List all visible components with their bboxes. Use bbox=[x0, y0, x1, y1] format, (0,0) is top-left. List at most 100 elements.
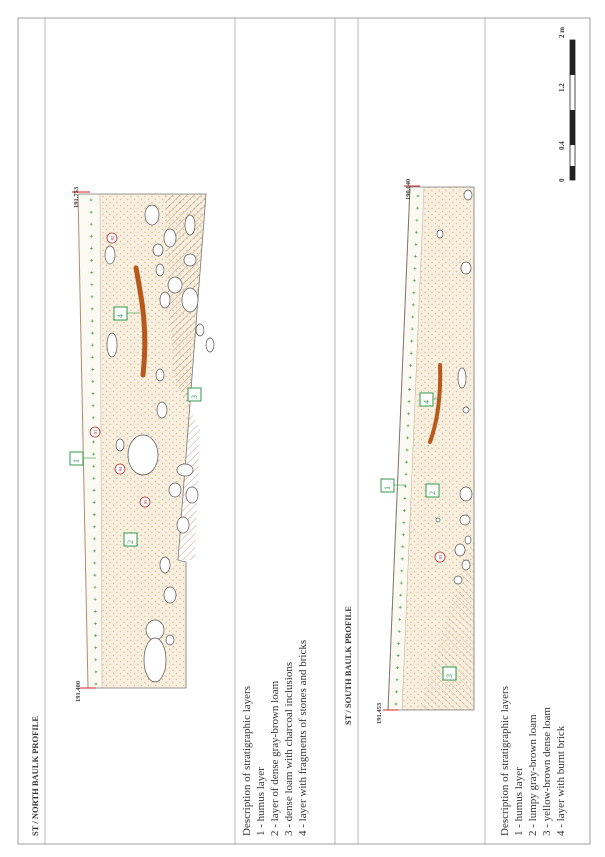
humus-cross bbox=[413, 267, 417, 271]
humus-cross bbox=[94, 658, 98, 662]
humus-cross bbox=[406, 436, 410, 440]
humus-cross bbox=[93, 573, 97, 577]
humus-cross bbox=[91, 367, 95, 371]
humus-cross bbox=[92, 488, 96, 492]
north-find-04-circle bbox=[114, 463, 126, 475]
humus-cross bbox=[395, 678, 399, 682]
humus-cross bbox=[398, 617, 402, 621]
humus-cross bbox=[91, 343, 94, 347]
north-legend: Description of stratigraphic layers 1 - … bbox=[241, 640, 309, 836]
scale-segment bbox=[570, 110, 575, 145]
humus-cross bbox=[410, 327, 414, 331]
humus-cross bbox=[408, 375, 412, 379]
humus-cross bbox=[413, 254, 417, 258]
humus-cross bbox=[91, 380, 95, 383]
humus-cross bbox=[414, 230, 418, 234]
humus-cross bbox=[93, 597, 97, 601]
humus-cross bbox=[93, 609, 97, 613]
scale-tick-0-4: 0.4 bbox=[558, 141, 566, 150]
humus-cross bbox=[90, 259, 94, 262]
north-ground-line bbox=[77, 193, 89, 689]
north-outline bbox=[78, 193, 207, 689]
humus-cross bbox=[398, 605, 402, 609]
humus-cross bbox=[90, 307, 94, 311]
humus-cross bbox=[92, 464, 96, 468]
humus-cross bbox=[412, 291, 416, 295]
humus-cross bbox=[94, 634, 97, 638]
north-marker-3: 3 bbox=[190, 395, 199, 399]
south-humus-crosses bbox=[394, 194, 420, 706]
humus-cross bbox=[415, 206, 419, 210]
humus-cross bbox=[90, 283, 94, 287]
humus-cross bbox=[404, 472, 408, 476]
humus-cross bbox=[403, 496, 407, 500]
humus-cross bbox=[399, 581, 403, 585]
humus-cross bbox=[416, 194, 420, 198]
humus-cross bbox=[402, 508, 406, 512]
humus-cross bbox=[90, 246, 93, 250]
north-legend-heading: Description of stratigraphic layers bbox=[241, 686, 253, 836]
south-marker-3-box bbox=[442, 666, 457, 681]
south-legend-heading: Description of stratigraphic layers bbox=[499, 686, 511, 836]
humus-cross bbox=[407, 400, 411, 404]
humus-cross bbox=[395, 690, 399, 694]
north-stones bbox=[104, 204, 215, 683]
humus-cross bbox=[396, 666, 400, 670]
humus-cross bbox=[410, 339, 414, 343]
humus-cross bbox=[399, 593, 403, 597]
humus-cross bbox=[90, 271, 94, 275]
humus-cross bbox=[90, 295, 94, 299]
north-marker-1: 1 bbox=[72, 459, 81, 463]
humus-cross bbox=[94, 646, 98, 650]
humus-cross bbox=[91, 355, 95, 359]
humus-cross bbox=[400, 569, 404, 573]
humus-cross bbox=[397, 629, 401, 633]
humus-cross bbox=[92, 440, 95, 444]
humus-cross bbox=[397, 642, 401, 646]
north-find-01-circle bbox=[89, 426, 101, 438]
south-legend: Description of stratigraphic layers 1 - … bbox=[499, 686, 567, 836]
north-marker-2-box bbox=[123, 532, 138, 547]
humus-cross bbox=[93, 561, 97, 565]
north-humus-crosses bbox=[89, 198, 98, 686]
north-layer-1 bbox=[78, 194, 102, 688]
humus-cross bbox=[408, 388, 412, 392]
north-profile-drawing: 1 2 3 4 01 02 03 04 191.753 191.400 bbox=[69, 186, 215, 702]
humus-cross bbox=[404, 460, 408, 464]
humus-cross bbox=[402, 521, 406, 525]
north-elevation-left: 191.400 bbox=[75, 681, 82, 702]
humus-cross bbox=[91, 416, 95, 420]
north-marker-4-box bbox=[113, 306, 128, 321]
humus-cross bbox=[92, 525, 96, 529]
humus-cross bbox=[93, 549, 97, 553]
north-legend-item-2: 2 - layer of dense gray-brown loam bbox=[269, 680, 281, 836]
south-stones bbox=[435, 189, 473, 585]
sheet-frame bbox=[17, 17, 591, 845]
south-layer-1 bbox=[388, 187, 424, 710]
south-outline bbox=[387, 186, 475, 711]
north-elevation-right: 191.753 bbox=[73, 186, 80, 208]
humus-cross bbox=[411, 315, 415, 319]
south-legend-item-1: 1 - humus layer bbox=[513, 767, 525, 836]
south-humus-line bbox=[401, 186, 425, 711]
humus-cross bbox=[92, 513, 96, 517]
humus-cross bbox=[409, 363, 413, 367]
south-legend-item-3: 3 - yellow-brown dense loam bbox=[541, 707, 553, 836]
north-find-01: 01 bbox=[93, 430, 98, 435]
north-find-03: 03 bbox=[143, 499, 148, 504]
scale-tick-1-2: 1.2 bbox=[558, 83, 566, 92]
north-marker-1-box bbox=[69, 451, 84, 466]
south-find-05: 05 bbox=[438, 554, 443, 559]
north-profile-title: ST / NORTH BAULK PROFILE bbox=[30, 716, 40, 836]
north-legend-item-1: 1 - humus layer bbox=[255, 767, 267, 836]
humus-cross bbox=[94, 670, 98, 674]
north-marker-2: 2 bbox=[126, 540, 135, 544]
north-find-02-circle bbox=[106, 232, 118, 244]
humus-cross bbox=[90, 331, 94, 335]
humus-cross bbox=[412, 279, 416, 283]
south-elevation-left: 191.453 bbox=[376, 702, 383, 724]
north-marker-3-box bbox=[187, 387, 202, 402]
scale-segment bbox=[570, 166, 575, 180]
humus-cross bbox=[90, 319, 94, 323]
humus-cross bbox=[396, 654, 400, 658]
